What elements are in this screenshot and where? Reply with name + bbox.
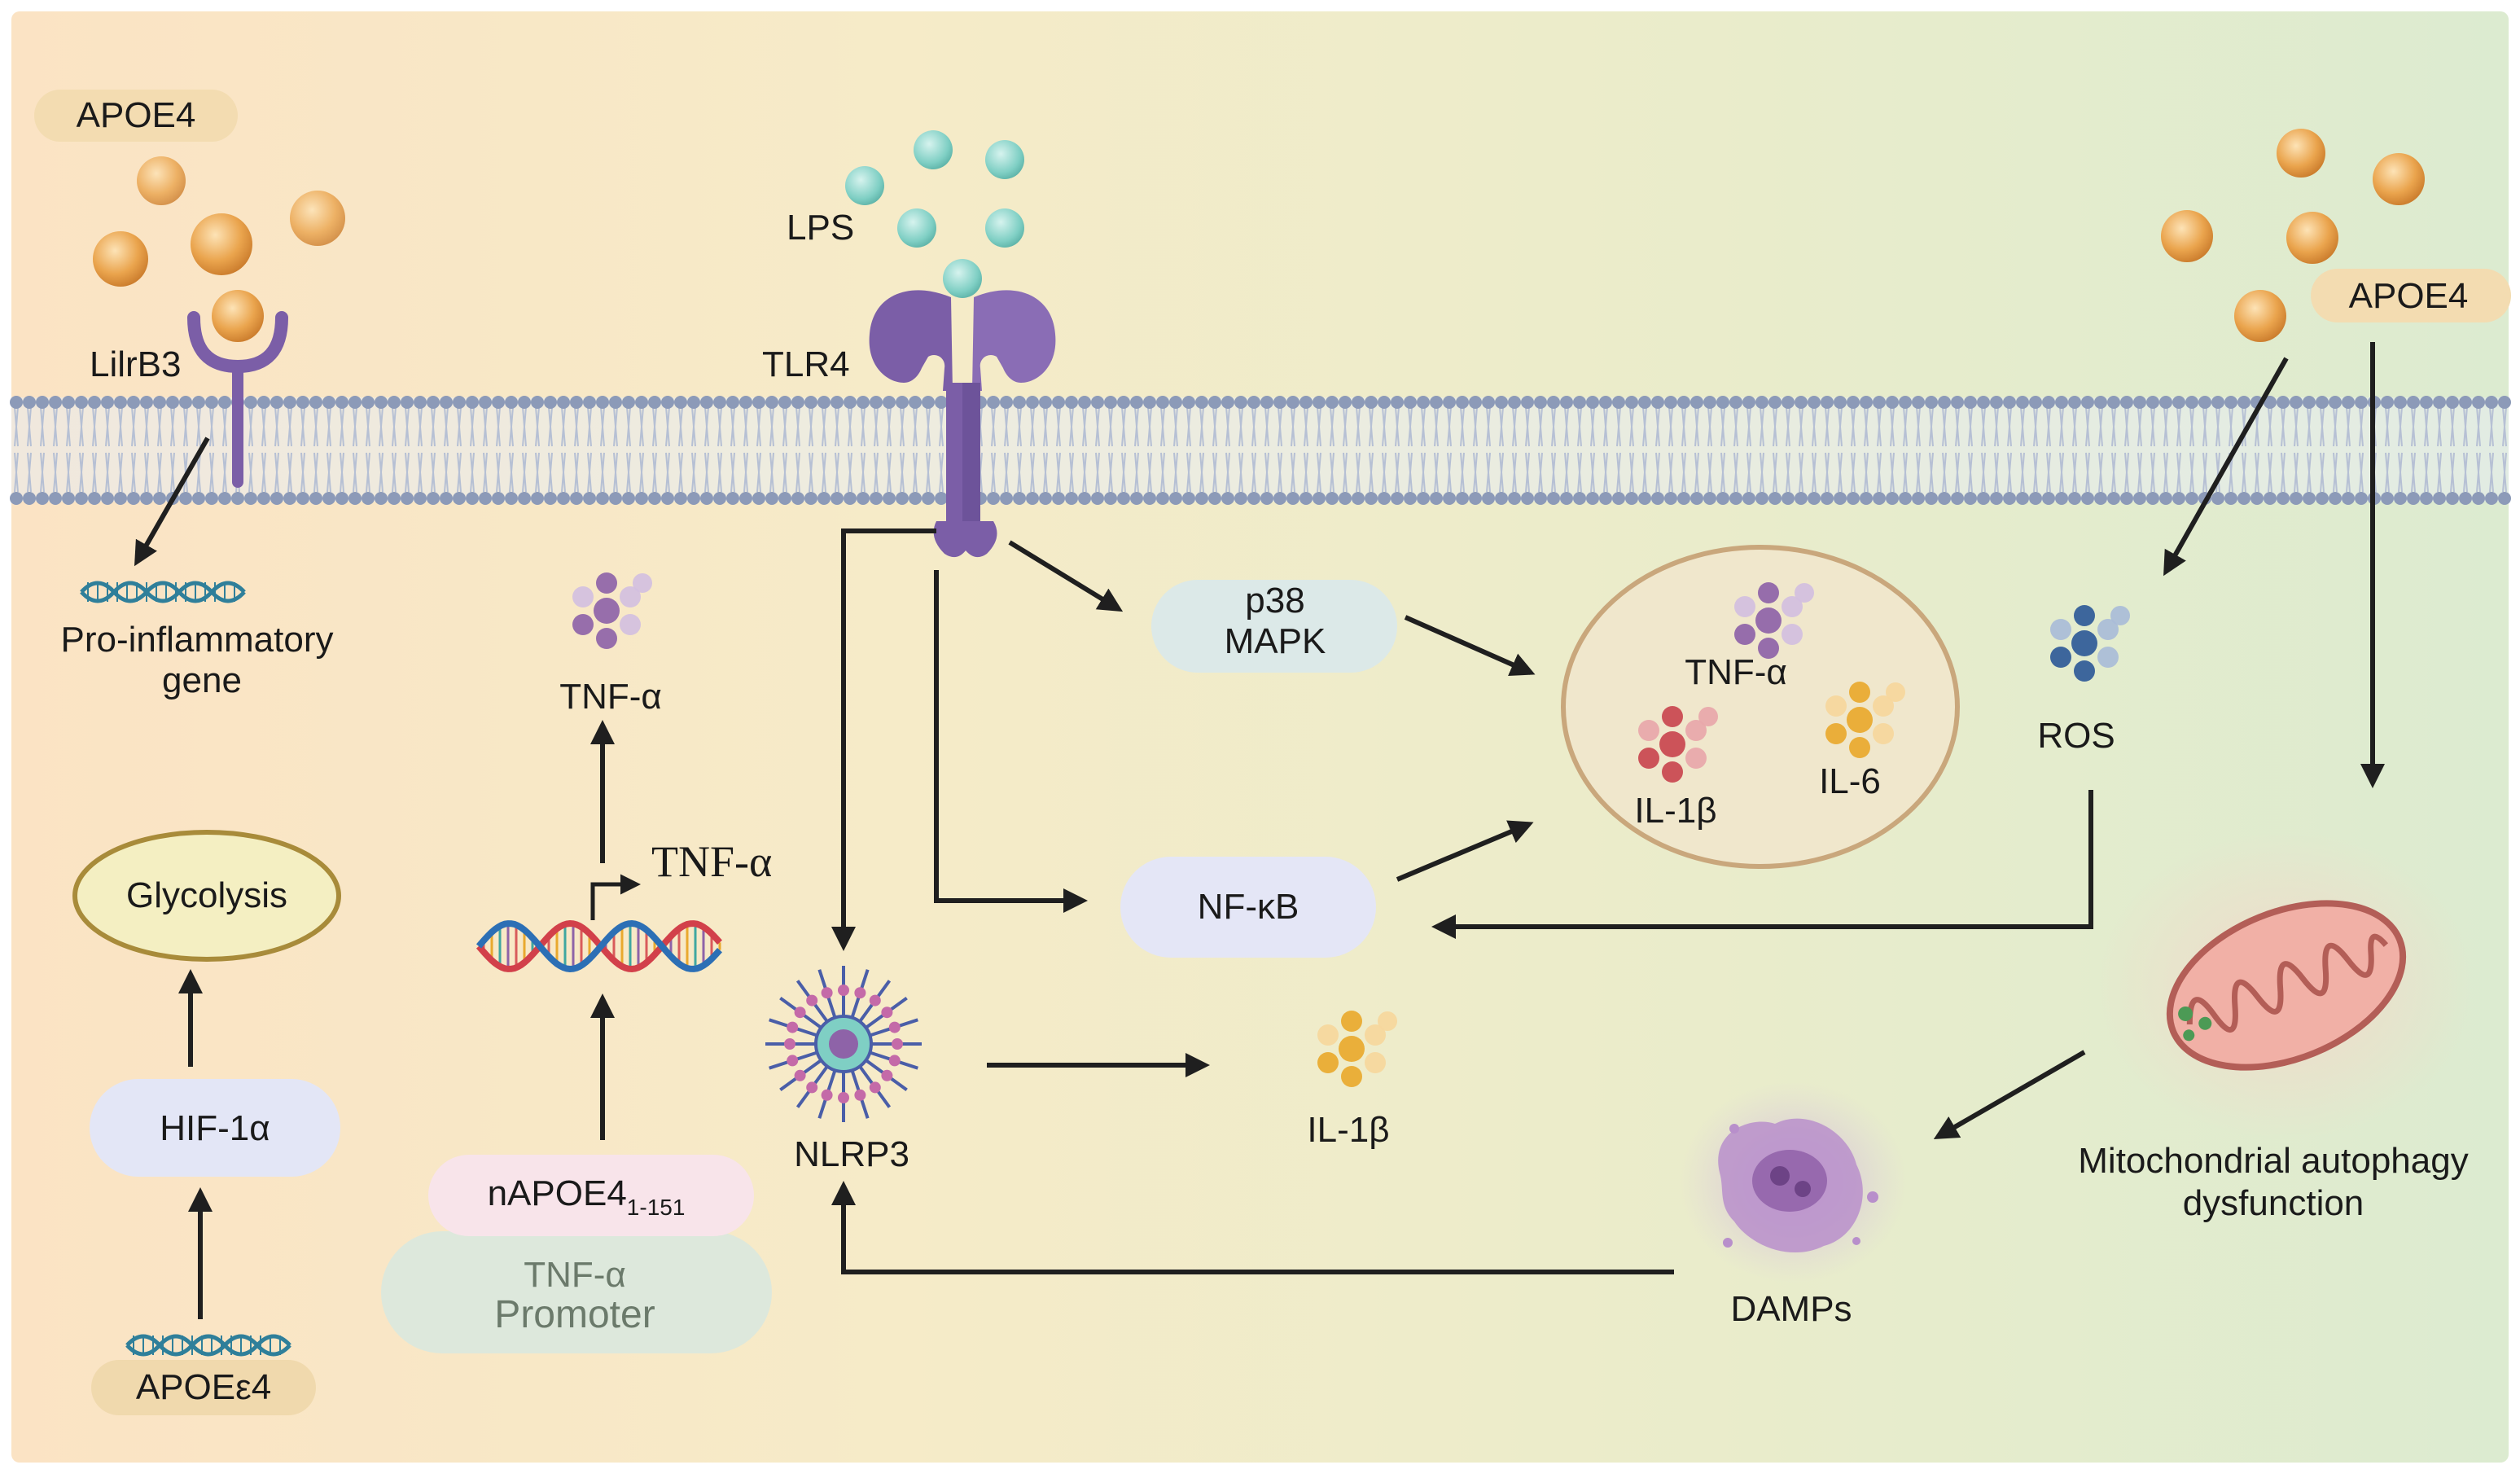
apoe4-particle	[93, 231, 148, 287]
arrow-ros-to-nfkb	[1431, 790, 2093, 939]
apoe4-particle	[2234, 290, 2286, 342]
hif1a-node	[90, 1079, 340, 1177]
apoe4-left-group: APOE4	[34, 90, 345, 342]
il6-cluster	[1825, 682, 1905, 758]
transcription-start-arrow	[590, 874, 641, 920]
p38-label-line2: MAPK	[1225, 621, 1326, 661]
apoe4-right-particles	[2161, 129, 2425, 342]
apoe4-right-label: APOE4	[2349, 276, 2469, 316]
damps-icon	[1718, 1118, 1878, 1253]
apoe4-left-badge	[34, 90, 238, 142]
napoe4-main: nAPOE4	[488, 1173, 627, 1213]
arrow-p38-to-cytokines	[1404, 615, 1536, 677]
lps-particle	[914, 130, 953, 169]
apoe4-particle	[2286, 212, 2338, 264]
arrow-tlr4-to-nlrp3	[831, 528, 936, 951]
napoe4-subscript: 1-151	[627, 1195, 686, 1220]
tnf-alpha-cluster	[1734, 582, 1814, 659]
apoe-e4-label: APOEε4	[136, 1367, 271, 1407]
cytokine-release-ellipse	[1561, 545, 1960, 869]
promoter-label-line1: TNF-α	[524, 1255, 626, 1295]
lps-particle	[943, 259, 982, 298]
apoe4-particle	[2161, 210, 2213, 262]
cyto-il6-label: IL-6	[1819, 761, 1881, 801]
mitochondrion-icon	[2166, 900, 2407, 1071]
p38-mapk-node	[1151, 580, 1397, 673]
tnf-promoter-node	[381, 1231, 772, 1353]
ros-cluster	[2050, 605, 2130, 682]
lps-particle	[897, 208, 936, 248]
nfkb-node	[1120, 857, 1376, 958]
glycolysis-label: Glycolysis	[126, 875, 287, 915]
mito-label-line1: Mitochondrial autophagy	[2078, 1141, 2468, 1181]
dna-small-icon	[80, 581, 246, 603]
lilrb3-receptor	[187, 311, 288, 488]
apoe4-right-badge	[2311, 269, 2511, 322]
proinflammatory-label-line1: Pro-inflammatory	[61, 620, 334, 660]
il1b-cluster	[1638, 706, 1718, 783]
nfkb-label: NF-κB	[1198, 887, 1299, 927]
apoe4-left-label: APOE4	[77, 95, 196, 135]
apoe4-particle	[290, 191, 345, 246]
apoe-e4-badge	[91, 1360, 316, 1415]
lps-particle	[845, 166, 884, 205]
tlr4-receptor	[869, 290, 1056, 558]
proinflammatory-label-line2: gene	[162, 660, 242, 700]
nlrp3-label: NLRP3	[794, 1134, 909, 1174]
lps-particle	[985, 140, 1024, 179]
arrow-mito-to-damps	[1933, 1050, 2086, 1140]
tlr4-label: TLR4	[762, 344, 850, 384]
tnf-alpha-cluster	[572, 572, 652, 649]
damps-label: DAMPs	[1730, 1289, 1852, 1329]
arrow-lilrb3-to-gene	[134, 436, 210, 567]
apoe4-particle	[212, 290, 264, 342]
il1b-bottom-label: IL-1β	[1307, 1110, 1389, 1150]
p38-label-line1: p38	[1245, 581, 1304, 621]
promoter-label-line2: Promoter	[494, 1293, 655, 1336]
apoe4-particle	[191, 213, 252, 275]
apoe4-particle	[2277, 129, 2325, 178]
napoe4-label: nAPOE41-151	[488, 1173, 686, 1220]
arrow-damps-to-nlrp3	[831, 1181, 1674, 1274]
background-panel	[11, 11, 2509, 1463]
arrow-tlr4-to-nfkb	[934, 570, 1088, 913]
cyto-il1b-label: IL-1β	[1634, 791, 1716, 831]
cell-membrane	[10, 396, 2511, 505]
napoe4-node	[428, 1155, 754, 1236]
dna-double-helix	[476, 919, 722, 973]
arrow-tlr4-to-p38	[1008, 540, 1124, 612]
tnf-alpha-top-label: TNF-α	[559, 677, 662, 717]
dna-small-icon	[125, 1334, 291, 1357]
lilrb3-label: LilrB3	[90, 344, 182, 384]
mito-label-line2: dysfunction	[2183, 1183, 2364, 1223]
cyto-tnf-alpha-label: TNF-α	[1685, 652, 1787, 692]
lps-label: LPS	[787, 208, 854, 248]
apoe4-particle	[2373, 153, 2425, 205]
nlrp3-inflammasome	[765, 966, 922, 1122]
glycolysis-node	[72, 830, 341, 962]
lps-particle	[985, 208, 1024, 248]
lps-particles	[845, 130, 1024, 298]
il1b-cluster	[1317, 1011, 1397, 1087]
arrow-nfkb-to-cytokines	[1396, 820, 1534, 882]
ros-label: ROS	[2037, 716, 2115, 756]
arrow-apoe4-to-ros	[2163, 357, 2289, 577]
tnf-alpha-gene-label: TNF-α	[651, 837, 772, 886]
apoe4-particle	[137, 156, 186, 205]
hif1a-label: HIF-1α	[160, 1108, 270, 1148]
